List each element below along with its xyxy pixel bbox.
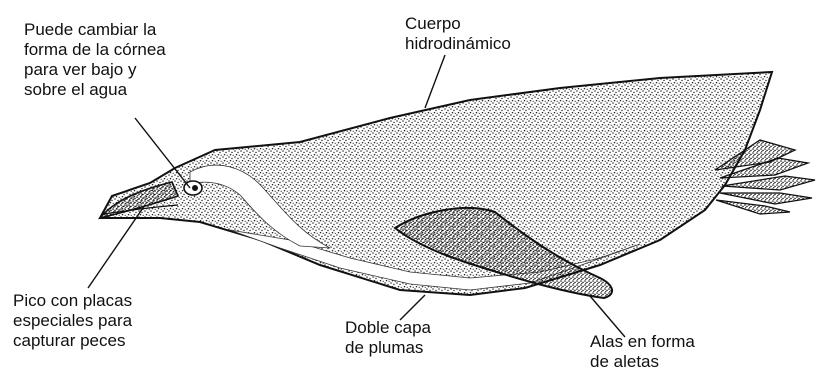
cornea-label: Puede cambiar la forma de la córnea para… bbox=[24, 20, 166, 100]
body-label: Cuerpo hidrodinámico bbox=[405, 14, 511, 54]
beak-label: Pico con placas especiales para capturar… bbox=[13, 291, 132, 351]
wings-label: Alas en forma de aletas bbox=[590, 332, 695, 371]
feathers-label: Doble capa de plumas bbox=[345, 318, 431, 358]
